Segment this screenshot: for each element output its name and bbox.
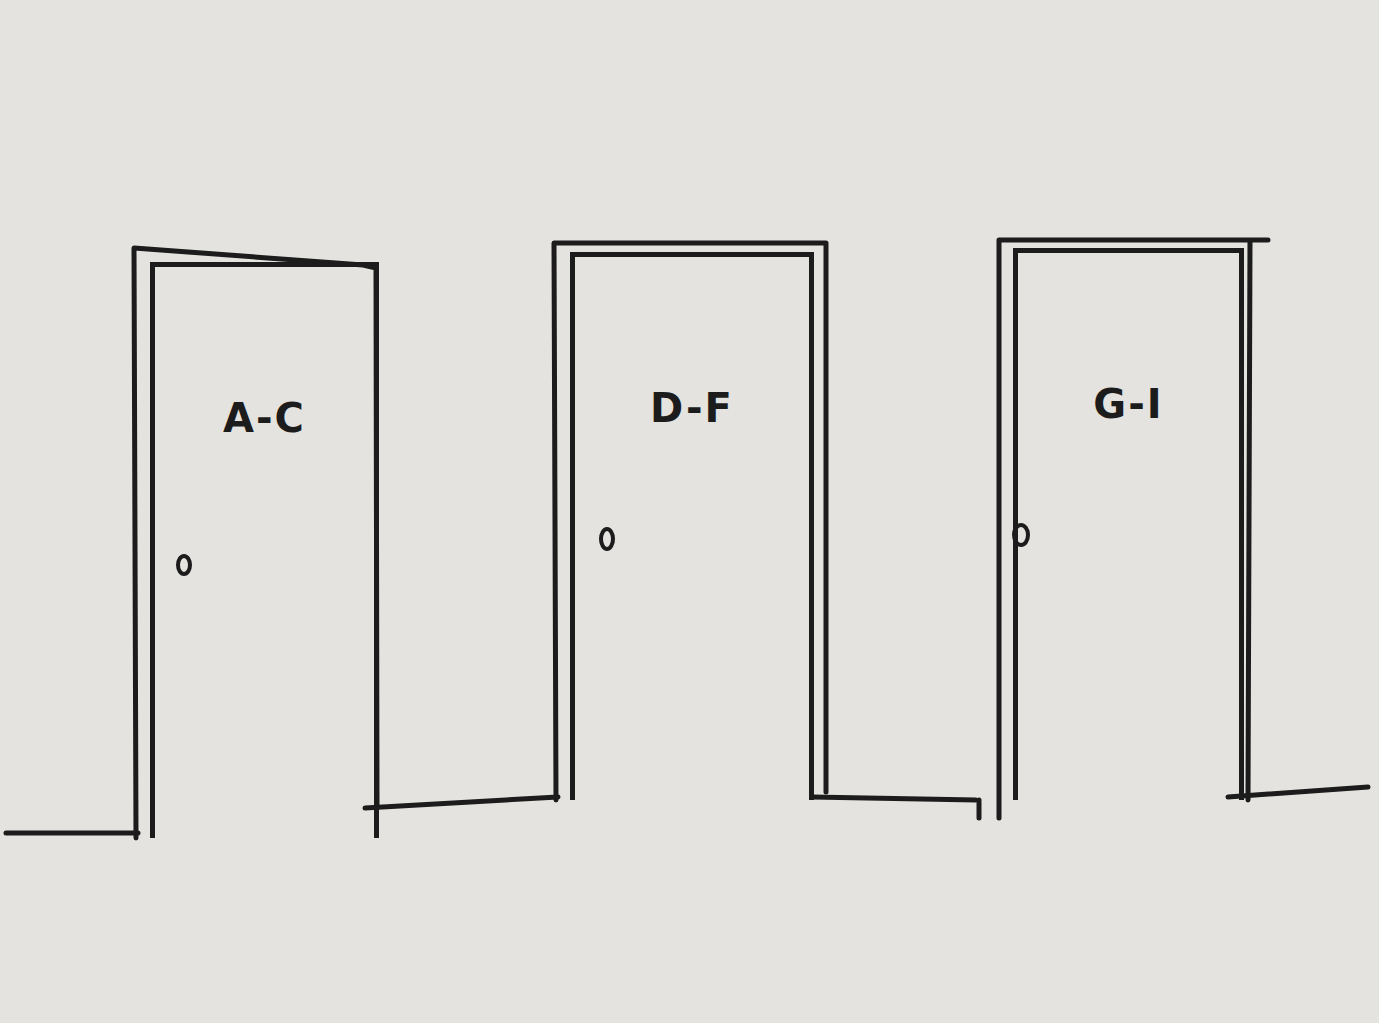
door-knob [601, 529, 613, 549]
door-frame [134, 248, 377, 838]
door-frame [999, 240, 1268, 818]
door-frame [554, 243, 826, 800]
door: G-I [1013, 248, 1244, 800]
door: D-F [570, 252, 814, 800]
door-label: G-I [1018, 381, 1239, 427]
door-label: D-F [575, 385, 809, 431]
door-label: A-C [155, 395, 374, 441]
door-knob [178, 556, 190, 574]
floor-line [977, 800, 982, 818]
door: A-C [150, 262, 379, 838]
floor-line [6, 787, 1368, 833]
